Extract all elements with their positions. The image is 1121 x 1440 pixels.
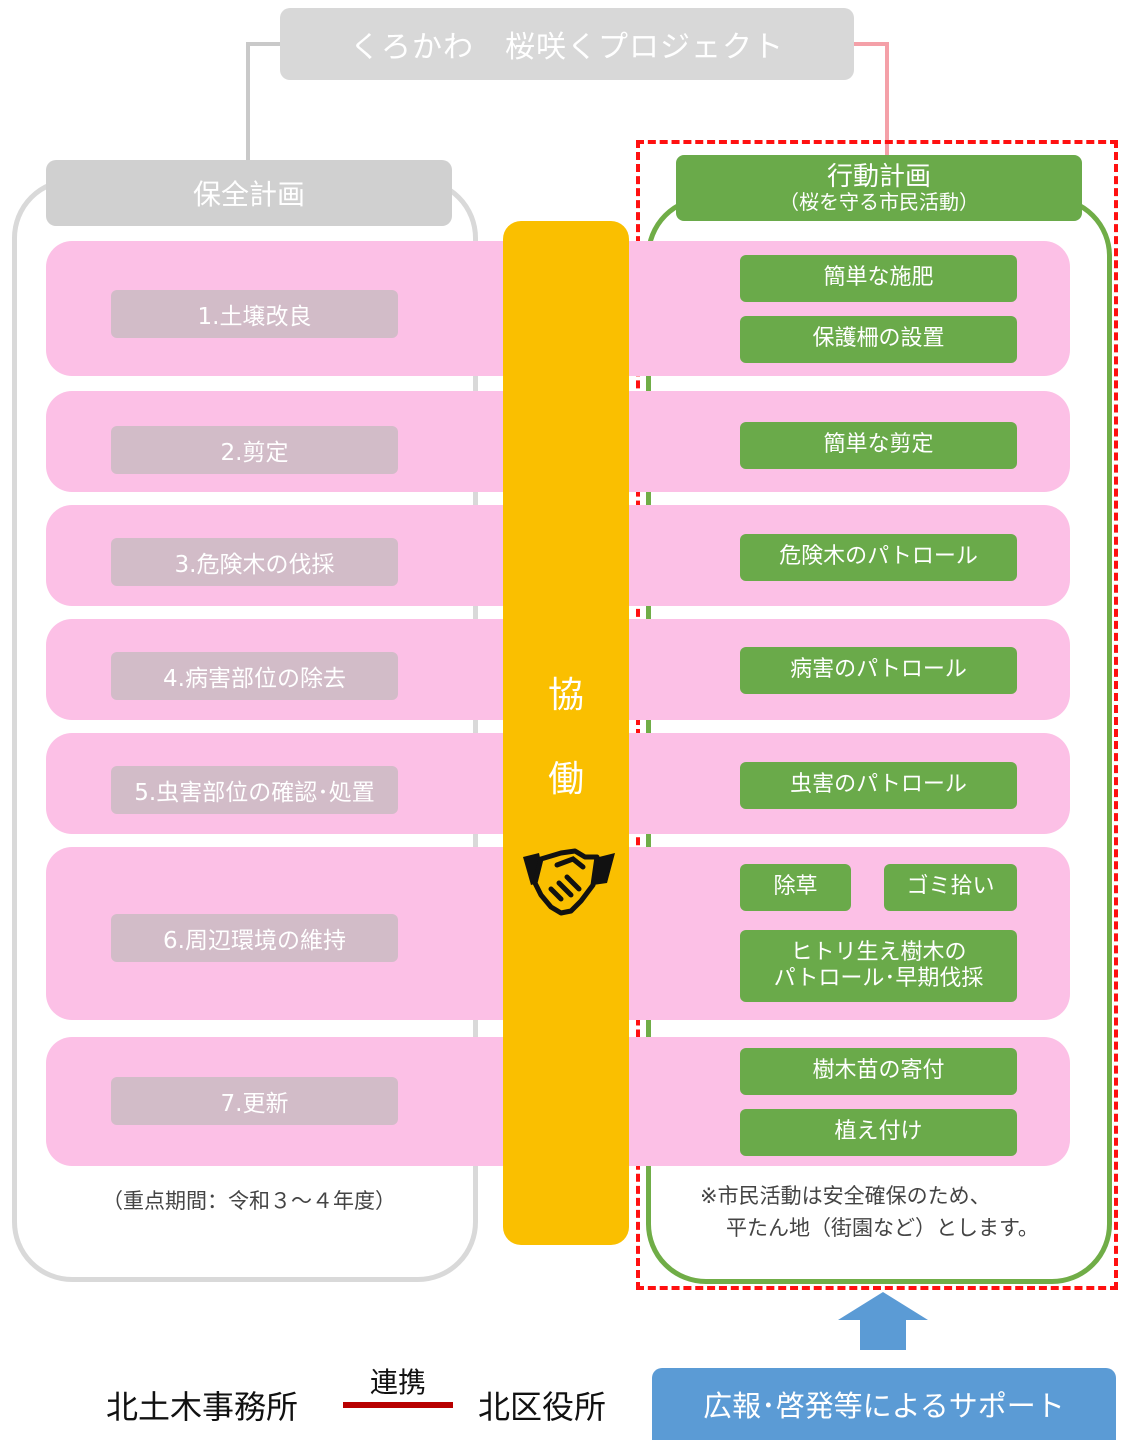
action-item-donation: 樹木苗の寄付 (740, 1048, 1017, 1095)
plan-note: （重点期間：令和３～４年度） (102, 1189, 396, 1213)
plan-item-environment: 6.周辺環境の維持 (111, 914, 398, 962)
connector-line-left-vertical (246, 42, 250, 164)
action-item-danger-patrol: 危険木のパトロール (740, 534, 1017, 581)
link-label: 連携 (369, 1366, 426, 1399)
action-header-subtitle: （桜を守る市民活動） (779, 190, 979, 215)
action-item-seedling-patrol-line1: ヒトリ生え樹木の (790, 939, 967, 965)
org-kita-ward-office: 北区役所 (478, 1388, 607, 1426)
arrow-up-icon (836, 1290, 930, 1352)
action-note-line1: ※市民活動は安全確保のため、 (700, 1184, 991, 1208)
plan-header: 保全計画 (46, 160, 452, 226)
project-title: くろかわ 桜咲くプロジェクト (280, 8, 854, 80)
cooperation-bar (503, 221, 629, 1245)
action-item-seedling-patrol-line2: パトロール･早期伐採 (773, 966, 984, 991)
connector-line-right (853, 42, 889, 46)
action-item-fence: 保護柵の設置 (740, 316, 1017, 363)
plan-item-pest-treatment: 5.虫害部位の確認･処置 (111, 766, 398, 814)
action-item-weeding: 除草 (740, 864, 851, 911)
plan-item-pruning: 2.剪定 (111, 426, 398, 474)
action-item-pest-patrol: 虫害のパトロール (740, 762, 1017, 809)
action-item-seedling-patrol: ヒトリ生え樹木の パトロール･早期伐採 (740, 930, 1017, 1002)
action-header: 行動計画 （桜を守る市民活動） (676, 155, 1082, 221)
action-item-planting: 植え付け (740, 1109, 1017, 1156)
plan-item-renewal: 7.更新 (111, 1077, 398, 1125)
action-note-line2: 平たん地（街園など）とします。 (726, 1216, 1039, 1240)
cooperation-char-2: 働 (547, 759, 584, 800)
cooperation-char-1: 協 (547, 675, 584, 716)
action-item-litter: ゴミ拾い (884, 864, 1017, 911)
link-line (343, 1402, 453, 1408)
plan-item-disease-removal: 4.病害部位の除去 (111, 652, 398, 700)
handshake-icon (521, 843, 617, 919)
support-box: 広報･啓発等によるサポート (652, 1368, 1116, 1440)
plan-item-felling: 3.危険木の伐採 (111, 538, 398, 586)
org-kita-civil-engineering: 北土木事務所 (106, 1388, 299, 1426)
action-item-pruning: 簡単な剪定 (740, 422, 1017, 469)
connector-line-right-vertical (885, 42, 889, 160)
plan-item-soil: 1.土壌改良 (111, 290, 398, 338)
action-item-disease-patrol: 病害のパトロール (740, 647, 1017, 694)
action-header-title: 行動計画 (826, 161, 931, 192)
action-item-fertilizing: 簡単な施肥 (740, 255, 1017, 302)
connector-line-left (248, 42, 282, 46)
